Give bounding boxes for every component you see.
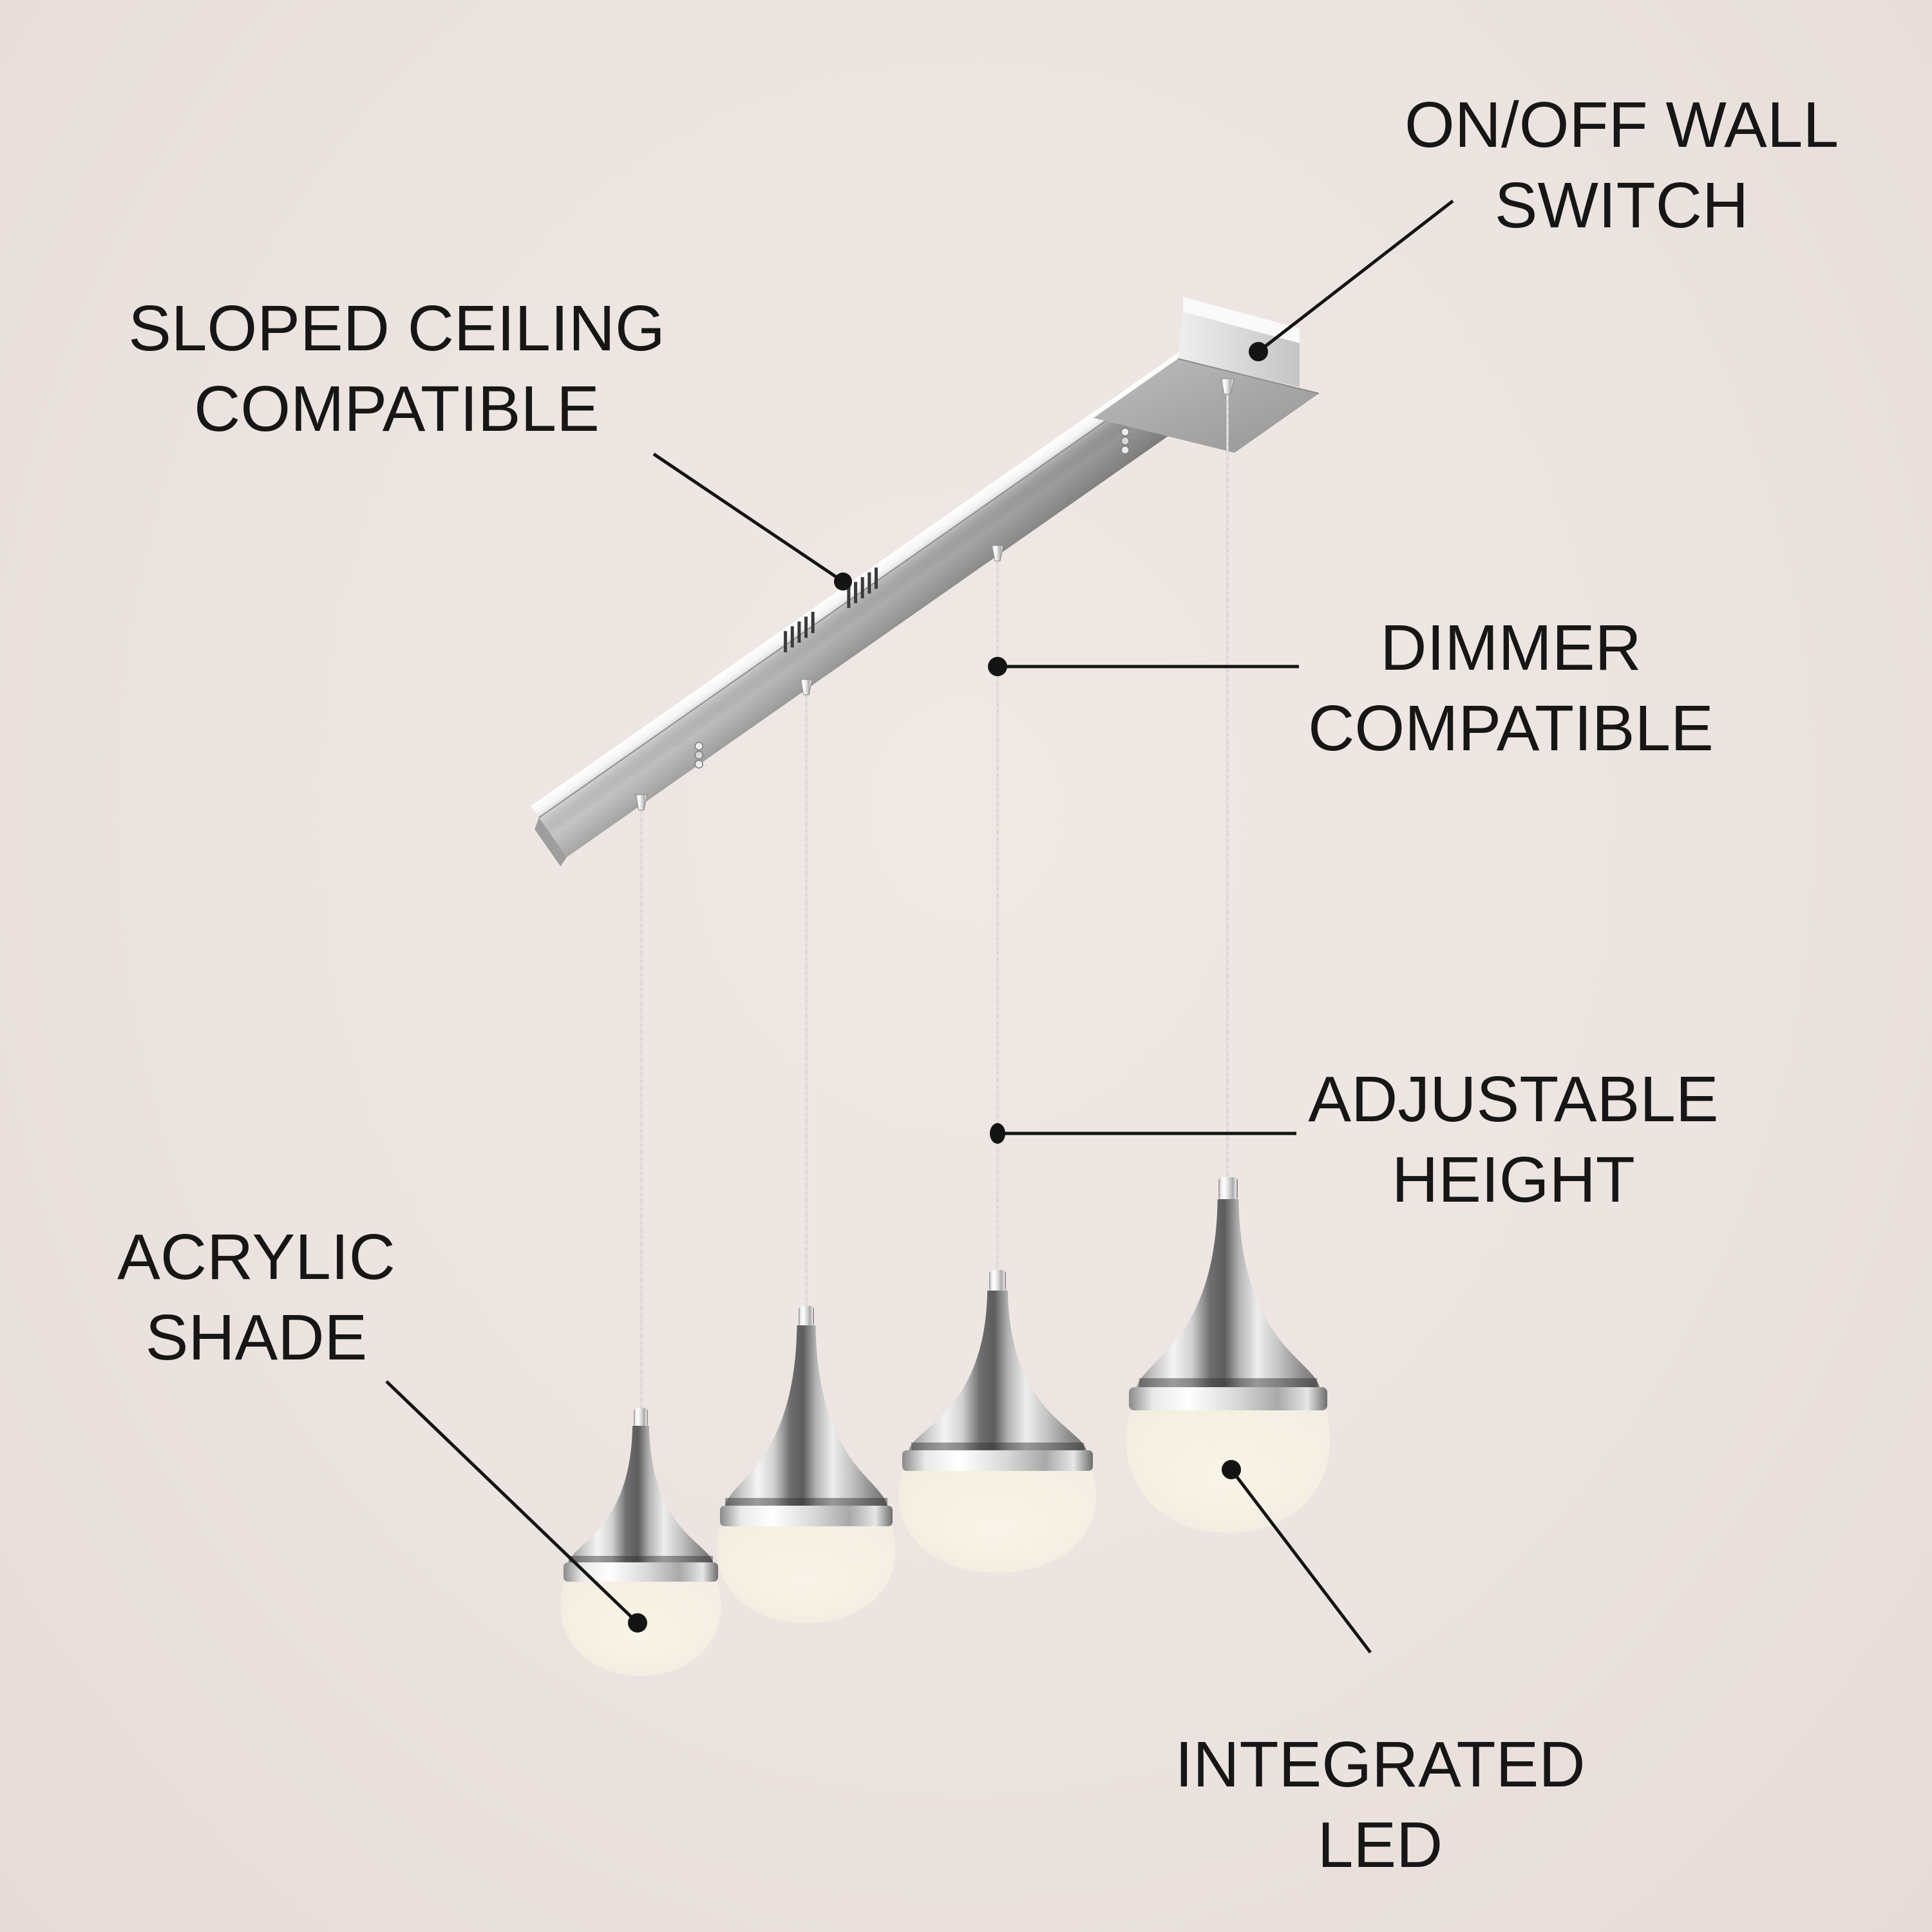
leader-line-acrylic-shade <box>385 1380 639 1624</box>
pendant-stem <box>634 1408 648 1427</box>
pendant-stem <box>1218 1177 1238 1200</box>
callout-dots <box>628 342 1268 1633</box>
mount-plate-front-face <box>1178 312 1300 387</box>
pendant-teardrop-cone <box>1137 1199 1320 1387</box>
callout-text-line: SLOPED CEILING <box>128 292 665 365</box>
cone-ring-seam <box>569 1556 713 1564</box>
callout-dot-acrylic-shade <box>628 1613 647 1633</box>
pendant-light-1 <box>560 1408 721 1676</box>
cable-ferrule <box>635 794 648 811</box>
mount-plate-underside <box>1094 359 1319 453</box>
pendant-light-2 <box>717 1306 896 1623</box>
leader-line-sloped-ceiling <box>652 452 844 583</box>
callout-dot-on-off-wall-switch <box>1249 342 1268 361</box>
pendant-chrome-ring <box>720 1506 893 1526</box>
ceiling-mount-plate <box>1094 297 1320 453</box>
callout-text-line: ACRYLIC <box>117 1221 395 1293</box>
canopy-left-endcap <box>535 817 567 867</box>
callout-on-off-wall-switch: ON/OFF WALL SWITCH <box>1405 85 1839 246</box>
leader-line-integrated-led <box>1230 1468 1372 1654</box>
pendant-light-4 <box>1126 1177 1330 1533</box>
cable-ferrule <box>991 545 1004 562</box>
pendant-teardrop-cone <box>909 1291 1086 1450</box>
dome-crackle-texture <box>717 1526 896 1623</box>
callout-text-line: DIMMER <box>1380 612 1642 684</box>
cone-ring-seam <box>725 1498 887 1506</box>
pendant-teardrop-cone <box>569 1426 713 1562</box>
callout-dot-sloped-ceiling <box>834 573 852 591</box>
callout-dot-adjustable-height <box>990 1123 1005 1144</box>
callout-leaders <box>385 200 1454 1654</box>
callout-text-line: COMPATIBLE <box>194 373 600 445</box>
pendant-chrome-ring <box>902 1450 1093 1471</box>
cable-ferrule <box>1220 378 1235 395</box>
callout-text-line: SHADE <box>145 1302 368 1374</box>
vent-slits-left <box>784 612 815 652</box>
pendant-light-3 <box>898 1270 1097 1573</box>
callout-text-line: ON/OFF WALL <box>1404 89 1839 161</box>
callout-dimmer: DIMMER COMPATIBLE <box>1308 608 1714 769</box>
pendant-stem <box>799 1306 814 1327</box>
dome-crackle-texture <box>898 1471 1097 1573</box>
screw-bead-right <box>1121 428 1130 455</box>
callout-text-line: HEIGHT <box>1392 1144 1635 1216</box>
mount-plate-top-strip <box>1183 297 1300 343</box>
pendant-teardrop-cone <box>725 1325 887 1506</box>
pendant-chrome-ring <box>1129 1387 1327 1410</box>
callout-sloped-ceiling: SLOPED CEILING COMPATIBLE <box>128 289 665 450</box>
leader-line-on-off-wall-switch <box>1257 200 1454 353</box>
canopy-edge-line <box>538 357 1197 819</box>
cone-ring-seam <box>911 1443 1084 1450</box>
cable-ferrule <box>800 679 813 696</box>
screw-bead-left <box>694 741 704 769</box>
vent-slits-right <box>847 567 878 609</box>
callout-text-line: SWITCH <box>1494 169 1749 242</box>
callout-integrated-led: INTEGRATED LED <box>1175 1725 1585 1886</box>
callout-dot-integrated-led <box>1222 1460 1241 1479</box>
pendant-chrome-ring <box>564 1562 718 1582</box>
callout-text-line: ADJUSTABLE <box>1308 1063 1719 1135</box>
callout-dot-dimmer <box>988 657 1007 676</box>
ceiling-canopy-bar <box>531 297 1320 867</box>
canopy-front-shading <box>538 357 1224 857</box>
pendant-stem <box>989 1270 1006 1292</box>
callout-text-line: LED <box>1317 1809 1443 1881</box>
callout-adjustable-height: ADJUSTABLE HEIGHT <box>1308 1059 1718 1220</box>
callout-text-line: INTEGRATED <box>1175 1728 1586 1801</box>
callout-text-line: COMPATIBLE <box>1308 692 1714 764</box>
cone-ring-seam <box>1139 1378 1317 1387</box>
callout-acrylic-shade: ACRYLIC SHADE <box>117 1217 395 1378</box>
